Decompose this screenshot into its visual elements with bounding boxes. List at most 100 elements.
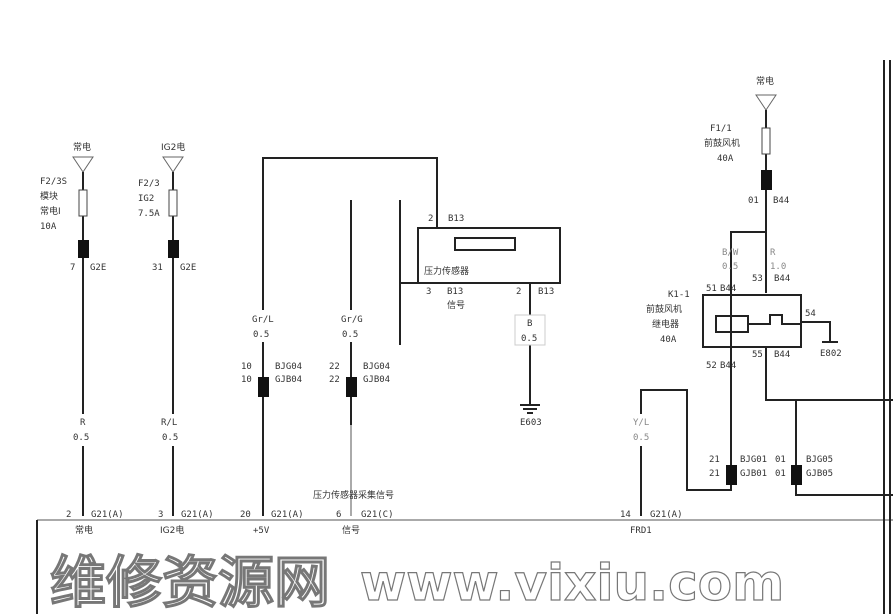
- signal-note: 压力传感器采集信号: [313, 489, 394, 501]
- pin-label: 22: [329, 362, 340, 372]
- sensor-name: 压力传感器: [424, 265, 469, 277]
- pin-label: 20: [240, 510, 251, 520]
- pin-label: 14: [620, 510, 631, 520]
- connector-label: BJG04: [363, 362, 390, 372]
- pin-label: 2: [66, 510, 71, 520]
- wire-gauge: 0.5: [633, 433, 649, 443]
- connector-label: BJG05: [806, 455, 833, 465]
- circuit-ig2-power: IG2电 F2/3 IG2 7.5A 31 G2E R/L 0.5 3 G21(…: [138, 141, 214, 536]
- fuse-label: IG2: [138, 194, 154, 204]
- pin-label: 22: [329, 375, 340, 385]
- relay-label: K1-1: [668, 290, 690, 300]
- connector-icon: [258, 377, 269, 397]
- connector-icon: [761, 170, 772, 190]
- pin-label: 01: [775, 469, 786, 479]
- pin-label: 21: [709, 455, 720, 465]
- connector-label: GJB05: [806, 469, 833, 479]
- pin-label: 55: [752, 350, 763, 360]
- connector-label: G21(C): [361, 510, 394, 520]
- wire-gauge: 0.5: [521, 334, 537, 344]
- fuse-label: 7.5A: [138, 209, 160, 219]
- fuse-label: 40A: [717, 154, 734, 164]
- wire-gauge: 1.0: [770, 262, 786, 272]
- ground-icon: [520, 404, 540, 414]
- circuit-5v-supply: Gr/L 0.5 10 10 BJG04 GJB04 20 G21(A) +5V: [240, 157, 438, 536]
- circuit-pressure-signal: Gr/G 0.5 22 22 BJG04 GJB04 压力传感器采集信号 6 G…: [313, 200, 440, 536]
- wire-color: Y/L: [633, 418, 649, 428]
- ecu-outline: [36, 60, 893, 614]
- connector-label: G2E: [90, 263, 106, 273]
- connector-label: B44: [774, 274, 790, 284]
- pin-label: 3: [426, 287, 431, 297]
- connector-label: BJG04: [275, 362, 302, 372]
- connector-label: B13: [538, 287, 554, 297]
- connector-label: G21(A): [181, 510, 214, 520]
- fuse-icon: [78, 189, 88, 217]
- pin-label: 2: [428, 214, 433, 224]
- signal-label: 信号: [447, 299, 465, 311]
- wire-gauge: 0.5: [253, 330, 269, 340]
- relay-label: 前鼓风机: [646, 303, 682, 315]
- pin-label: 2: [516, 287, 521, 297]
- pin-label: 53: [752, 274, 763, 284]
- sensor-element-icon: [454, 237, 516, 251]
- connector-label: GJB01: [740, 469, 767, 479]
- blower-relay-circuit: 常电 F1/1 前鼓风机 40A 01 B44 B/W 0.5 R 1.0 51…: [620, 75, 893, 536]
- fuse-label: 常电I: [40, 205, 61, 217]
- wire-color: Gr/L: [252, 315, 274, 325]
- pin-label: 7: [70, 263, 75, 273]
- pin-label: 52: [706, 361, 717, 371]
- wire-color: R/L: [161, 418, 177, 428]
- wire-gauge: 0.5: [162, 433, 178, 443]
- connector-icon: [78, 240, 89, 258]
- wire-color: B/W: [722, 248, 739, 258]
- power-source-icon: [72, 156, 94, 173]
- connector-label: B13: [447, 287, 463, 297]
- connector-label: G21(A): [650, 510, 683, 520]
- relay-label: 继电器: [652, 318, 679, 330]
- pin-label: 21: [709, 469, 720, 479]
- connector-label: GJB04: [275, 375, 302, 385]
- connector-label: G21(A): [91, 510, 124, 520]
- source-label: 常电: [73, 141, 91, 153]
- watermark: www.vixiu.com: [360, 554, 784, 612]
- watermark: 维修资源网: [50, 551, 330, 614]
- wire-gauge: 0.5: [73, 433, 89, 443]
- pin-label: 10: [241, 362, 252, 372]
- ground-label: E603: [520, 418, 542, 428]
- relay-box: [702, 294, 802, 348]
- connector-label: B13: [448, 214, 464, 224]
- ecu-pin-label: +5V: [253, 526, 270, 536]
- fuse-label: F1/1: [710, 124, 732, 134]
- wire-color: Gr/G: [341, 315, 363, 325]
- connector-label: G2E: [180, 263, 196, 273]
- connector-icon: [726, 465, 737, 485]
- wire-gauge: 0.5: [722, 262, 738, 272]
- pin-label: 10: [241, 375, 252, 385]
- ecu-pin-label: 信号: [342, 524, 360, 536]
- pin-label: 51: [706, 284, 717, 294]
- source-label: 常电: [756, 75, 774, 87]
- ecu-pin-label: IG2电: [160, 524, 184, 536]
- fuse-label: 10A: [40, 222, 57, 232]
- fuse-label: 模块: [40, 190, 58, 202]
- fuse-icon: [168, 189, 178, 217]
- connector-icon: [346, 377, 357, 397]
- power-source-icon: [755, 94, 777, 111]
- pin-label: 01: [775, 455, 786, 465]
- pin-label: 01: [748, 196, 759, 206]
- ecu-pin-label: FRD1: [630, 526, 652, 536]
- wire-gauge: 0.5: [342, 330, 358, 340]
- pin-label: 31: [152, 263, 163, 273]
- wire-color: R: [80, 418, 86, 428]
- source-label: IG2电: [161, 141, 185, 153]
- ground-label: E802: [820, 349, 842, 359]
- connector-label: B44: [720, 284, 736, 294]
- power-source-icon: [162, 156, 184, 173]
- relay-label: 40A: [660, 335, 677, 345]
- connector-label: B44: [720, 361, 736, 371]
- pressure-sensor: 压力传感器 2 B13 3 B13 信号 2 B13 B 0.5 E603: [417, 214, 561, 428]
- pin-label: 6: [336, 510, 341, 520]
- connector-label: GJB04: [363, 375, 390, 385]
